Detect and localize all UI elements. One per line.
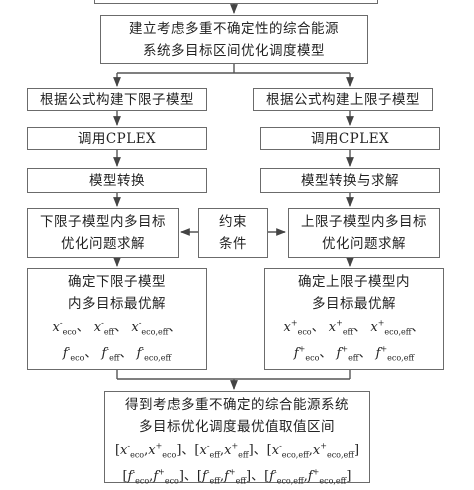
lower-f-solutions: f-eco、 f-eff、 f-eco,eff [62,344,172,363]
lower-convert-label: 模型转换 [89,172,145,189]
upper-solve-line2: 优化问题求解 [322,236,406,252]
model-box-line1: 建立考虑多重不确定性的综合能源 [129,20,339,37]
upper-f-solutions: f+eco、 f+eff、 f+eco,eff [293,344,415,363]
lower-solve-line2: 优化问题求解 [61,236,145,252]
lower-build-label: 根据公式构建下限子模型 [40,91,194,108]
final-f-intervals: [f-eco,f+eco]、[f-eff,f+eff]、[f-eco,eff,f… [122,467,352,486]
final-line1: 得到考虑多重不确定的综合能源系统 [125,397,349,413]
upper-convert-box: 模型转换与求解 [260,168,440,193]
upper-result-line1: 确定上限子模型内 [298,274,410,290]
lower-cplex-box: 调用CPLEX [27,127,207,150]
upper-solve-line1: 上限子模型内多目标 [301,214,427,230]
upper-convert-label: 模型转换与求解 [301,172,399,189]
upper-cplex-box: 调用CPLEX [260,127,440,150]
lower-cplex-label: 调用CPLEX [77,130,157,147]
top-block-edge [94,0,378,4]
upper-result-line2: 多目标最优解 [312,296,396,312]
lower-result-line2: 内多目标最优解 [68,296,166,312]
upper-solve-box: 上限子模型内多目标 优化问题求解 [288,208,440,258]
model-box-line2: 系统多目标区间优化调度模型 [143,42,325,59]
lower-result-line1: 确定下限子模型 [68,274,166,290]
final-x-intervals: [x-eco,x+eco]、[x-eff,x+eff]、[x-eco,eff,x… [114,441,360,460]
upper-x-solutions: x+eco、 x+eff、 x+eco,eff、 [283,318,425,337]
lower-solve-line1: 下限子模型内多目标 [40,214,166,230]
lower-solve-box: 下限子模型内多目标 优化问题求解 [27,208,179,258]
model-box: 建立考虑多重不确定性的综合能源 系统多目标区间优化调度模型 [100,15,368,64]
lower-result-box: 确定下限子模型 内多目标最优解 x-eco、 x-eff、 x-eco,eff、… [27,268,207,370]
upper-build-label: 根据公式构建上限子模型 [266,91,420,108]
lower-build-box: 根据公式构建下限子模型 [27,88,207,111]
constraint-box: 约束 条件 [198,208,268,258]
constraint-line2: 条件 [219,236,247,252]
upper-build-box: 根据公式构建上限子模型 [253,88,433,111]
final-interval-box: 得到考虑多重不确定的综合能源系统 多目标优化调度最优值取值区间 [x-eco,x… [104,391,370,485]
final-line2: 多目标优化调度最优值取值区间 [139,419,335,435]
constraint-line1: 约束 [219,214,247,230]
lower-convert-box: 模型转换 [27,168,207,193]
lower-x-solutions: x-eco、 x-eff、 x-eco,eff、 [52,318,182,337]
upper-cplex-label: 调用CPLEX [310,130,390,147]
upper-result-box: 确定上限子模型内 多目标最优解 x+eco、 x+eff、 x+eco,eff、… [264,268,444,370]
